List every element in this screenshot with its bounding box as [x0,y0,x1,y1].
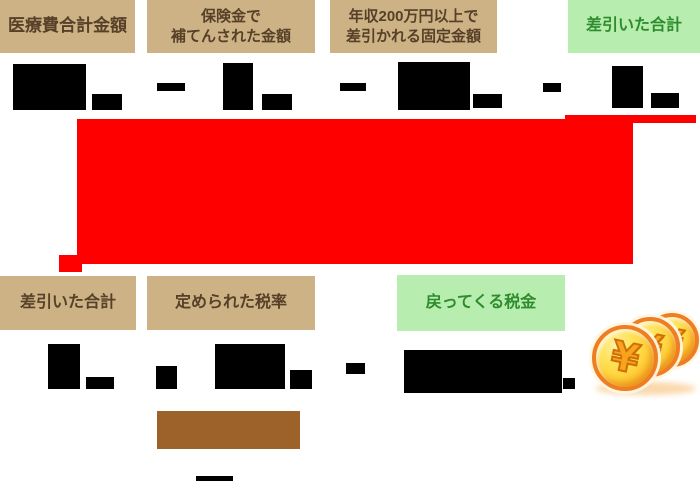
redacted-unit-4 [651,93,679,108]
redacted-unit-6 [290,370,312,389]
label-subtracted-total-bottom-text: 差引いた合計 [19,293,116,311]
redacted-amount-1 [13,64,86,110]
redacted-minus-2 [340,83,366,91]
redacted-footnote-fragment [196,476,233,481]
redacted-amount-2 [223,63,253,110]
label-tax-rate-text: 定められた税率 [174,293,287,311]
redacted-unit-2 [262,94,292,110]
redacted-amount-4 [612,66,643,108]
redacted-unit-3 [473,94,502,108]
label-medical-total: 医療費合計金額 [0,0,135,53]
redacted-unit-5 [86,377,114,389]
label-insurance-compensation: 保険金で 補てんされた金額 [147,0,315,53]
label-fixed-line1: 年収200万円以上で [348,8,479,25]
label-tax-rate: 定められた税率 [147,276,315,330]
label-subtracted-total-bottom: 差引いた合計 [0,276,136,330]
yen-symbol-front: ¥ [606,332,645,385]
label-medical-total-text: 医療費合計金額 [8,16,127,36]
redacted-unit-7 [563,378,575,389]
redacted-equals-1 [543,83,561,92]
redacted-rate-value [215,344,285,389]
label-fixed-deduction: 年収200万円以上で 差引かれる固定金額 [330,0,497,53]
brown-rate-box [157,411,300,449]
redacted-amount-5 [48,344,80,389]
redacted-equals-2 [346,363,365,374]
label-insurance-line1: 保険金で [200,8,261,25]
redacted-refund-amount [404,350,562,393]
redacted-amount-3 [398,62,470,110]
redacted-multiply [156,366,177,389]
label-subtracted-total-top: 差引いた合計 [568,0,700,53]
red-highlight-panel [77,119,633,264]
label-tax-refund-text: 戻ってくる税金 [425,293,537,311]
label-insurance-line2: 補てんされた金額 [170,27,291,45]
label-subtracted-total-top-text: 差引いた合計 [585,17,682,35]
label-fixed-line2: 差引かれる固定金額 [345,27,481,45]
redacted-unit-1 [92,94,122,110]
red-panel-tail [59,255,82,272]
yen-coin-front-icon: ¥ [592,325,658,391]
label-tax-refund: 戻ってくる税金 [397,275,565,331]
redacted-minus-1 [157,83,185,91]
